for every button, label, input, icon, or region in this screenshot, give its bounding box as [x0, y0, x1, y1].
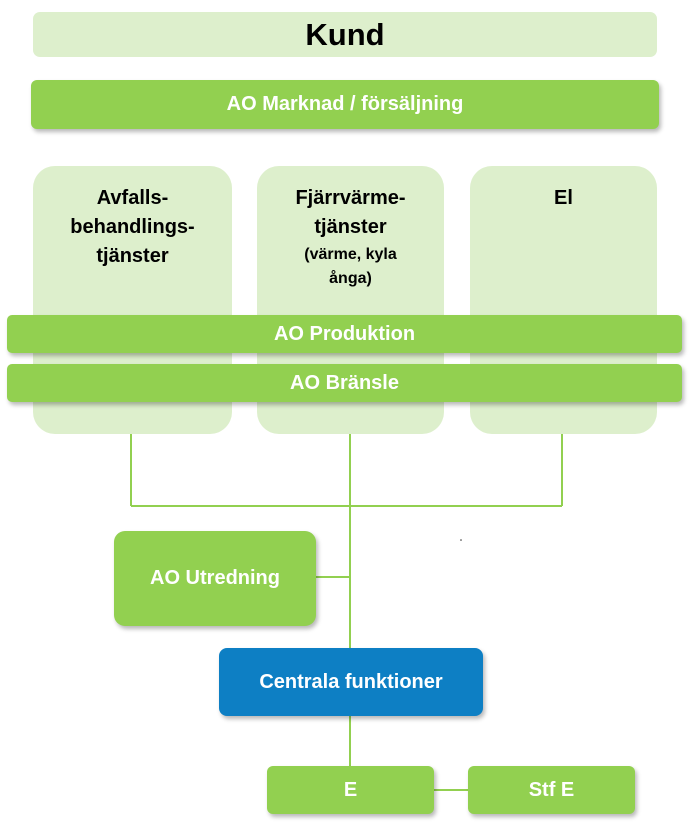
market-sales-bar: AO Marknad / försäljning [31, 80, 659, 129]
production-label: AO Produktion [273, 322, 416, 345]
ceo-box: E [267, 766, 434, 814]
customer-label: Kund [305, 16, 385, 52]
central-functions-label: Centrala funktioner [259, 670, 443, 693]
ceo-label: E [343, 778, 358, 801]
investigation-label: AO Utredning [150, 567, 280, 589]
fuel-label: AO Bränsle [290, 371, 399, 394]
district-heating-title: Fjärrvärme- tjänster [295, 187, 406, 238]
district-heating-subtitle: (värme, kyla ånga) [304, 246, 397, 287]
central-functions-box: Centrala funktioner [219, 648, 483, 716]
investigation-box: AO Utredning [114, 531, 316, 626]
market-sales-label: AO Marknad / försäljning [226, 93, 464, 115]
deputy-ceo-box: Stf E [468, 766, 635, 814]
fuel-bar: AO Bränsle [7, 364, 682, 402]
stray-dot [460, 539, 462, 541]
electricity-title: El [554, 187, 573, 209]
waste-treatment-title: Avfalls- behandlings- tjänster [70, 187, 195, 267]
production-bar: AO Produktion [7, 315, 682, 353]
customer-box: Kund [33, 12, 657, 57]
deputy-ceo-label: Stf E [528, 778, 575, 801]
